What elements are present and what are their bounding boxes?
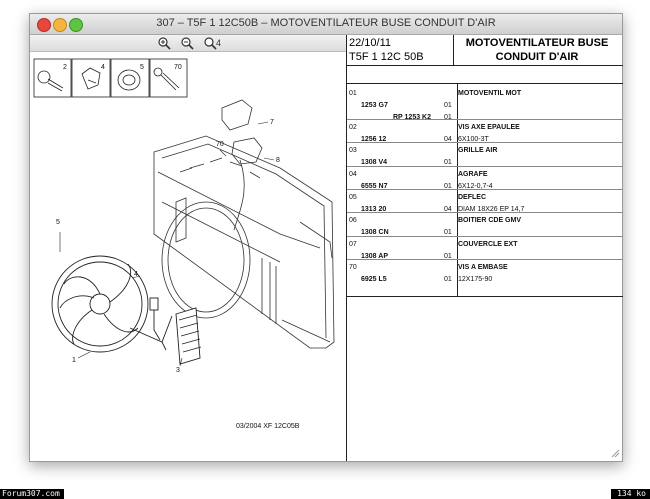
footer-site-label: Forum307.com [0, 489, 64, 499]
resize-grip-icon[interactable] [610, 448, 620, 458]
callout-2: 2 [63, 64, 67, 71]
callout-4: 4 [101, 64, 105, 71]
row-spec: 12X175-90 [458, 276, 493, 283]
row-divider [347, 142, 623, 143]
row-description: AGRAFE [458, 171, 488, 178]
desc-divider [457, 84, 458, 296]
row-quantity: 01 [444, 159, 452, 166]
row-description: DEFLEC [458, 194, 486, 201]
row-part-code: 1256 12 [361, 136, 387, 143]
header-divider [453, 35, 454, 65]
row-description: VIS A EMBASE [458, 264, 508, 271]
callout-7: 7 [270, 119, 274, 126]
row-spec: 6X100-3T [458, 136, 489, 143]
row-divider [347, 259, 623, 260]
callout-3: 3 [176, 367, 180, 374]
zoom-in-icon[interactable] [157, 36, 171, 50]
panel-code: T5F 1 12C 50B [349, 51, 424, 63]
zoom-fit-icon[interactable]: 4 [203, 36, 223, 50]
row-description: VIS AXE EPAULEE [458, 124, 520, 131]
row-quantity: 01 [444, 229, 452, 236]
panel-title-line1: MOTOVENTILATEUR BUSE [465, 37, 609, 49]
header-rule [347, 65, 623, 66]
callout-4-main: 4 [134, 271, 138, 278]
callout-1: 1 [72, 357, 76, 364]
footer-size-label: 134 ko [611, 489, 650, 499]
window-title: 307 – T5F 1 12C50B – MOTOVENTILATEUR BUS… [156, 17, 496, 29]
row-divider [347, 189, 623, 190]
row-divider [347, 166, 623, 167]
row-quantity: 01 [444, 102, 452, 109]
row-divider [347, 212, 623, 213]
row-description: MOTOVENTIL MOT [458, 90, 522, 97]
maximize-button[interactable] [69, 18, 83, 32]
row-quantity: 01 [444, 183, 452, 190]
parts-list-panel: 22/10/11 T5F 1 12C 50B MOTOVENTILATEUR B… [346, 35, 623, 461]
row-divider [347, 119, 623, 120]
row-part-code: 1313 20 [361, 206, 387, 213]
row-number: 06 [349, 217, 357, 224]
callout-8: 8 [276, 157, 280, 164]
toolbar: 4 [30, 35, 346, 52]
row-reference-qty: 01 [444, 114, 452, 121]
row-description: GRILLE AIR [458, 147, 498, 154]
row-part-code: 1308 AP [361, 253, 388, 260]
callout-5: 5 [140, 64, 144, 71]
row-quantity: 04 [444, 136, 452, 143]
row-quantity: 01 [444, 253, 452, 260]
row-description: COUVERCLE EXT [458, 241, 518, 248]
exploded-parts-diagram: 2 4 5 70 [33, 58, 335, 430]
row-number: 70 [349, 264, 357, 271]
callout-70-main: 70 [216, 141, 224, 148]
row-description: BOITIER CDE GMV [458, 217, 522, 224]
table-top-rule [347, 83, 623, 84]
row-number: 03 [349, 147, 357, 154]
close-button[interactable] [37, 18, 51, 32]
row-quantity: 04 [444, 206, 452, 213]
row-part-code: 1308 V4 [361, 159, 388, 166]
row-part-code: 6925 L5 [361, 276, 387, 283]
app-window: 307 – T5F 1 12C50B – MOTOVENTILATEUR BUS… [29, 13, 623, 462]
minimize-button[interactable] [53, 18, 67, 32]
svg-text:4: 4 [216, 38, 221, 48]
row-spec: 6X12-0,7-4 [458, 183, 493, 190]
row-number: 04 [349, 171, 357, 178]
row-number: 01 [349, 90, 357, 97]
row-number: 05 [349, 194, 357, 201]
callout-5-main: 5 [56, 219, 60, 226]
title-bar: 307 – T5F 1 12C50B – MOTOVENTILATEUR BUS… [30, 14, 622, 35]
panel-title-line2: CONDUIT D'AIR [495, 51, 579, 63]
row-quantity: 01 [444, 276, 452, 283]
row-number: 02 [349, 124, 357, 131]
diagram-footer: 03/2004 XF 12C05B [236, 423, 300, 430]
row-number: 07 [349, 241, 357, 248]
table-bottom-rule [347, 296, 623, 297]
row-divider [347, 236, 623, 237]
zoom-out-icon[interactable] [180, 36, 194, 50]
row-part-code: 1253 G7 [361, 102, 388, 109]
row-reference: RP 1253 K2 [393, 114, 432, 121]
row-spec: DIAM 18X26 EP 14,7 [458, 206, 525, 213]
row-part-code: 1308 CN [361, 229, 389, 236]
panel-date: 22/10/11 [349, 37, 392, 49]
row-part-code: 6555 N7 [361, 183, 388, 190]
callout-70: 70 [174, 64, 182, 71]
